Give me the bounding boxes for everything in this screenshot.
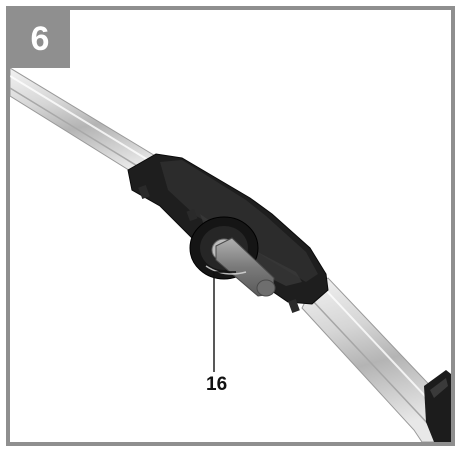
figure-number: 6 — [10, 10, 70, 68]
callout-label-16: 16 — [206, 374, 228, 395]
figure-frame: 6 16 — [6, 6, 455, 446]
clamping-lever — [205, 237, 276, 297]
telescopic-pole-illustration — [10, 67, 451, 442]
pole-end-cap — [424, 370, 451, 442]
lower-pole-tube — [301, 277, 451, 442]
callout-leader-line — [213, 271, 236, 372]
